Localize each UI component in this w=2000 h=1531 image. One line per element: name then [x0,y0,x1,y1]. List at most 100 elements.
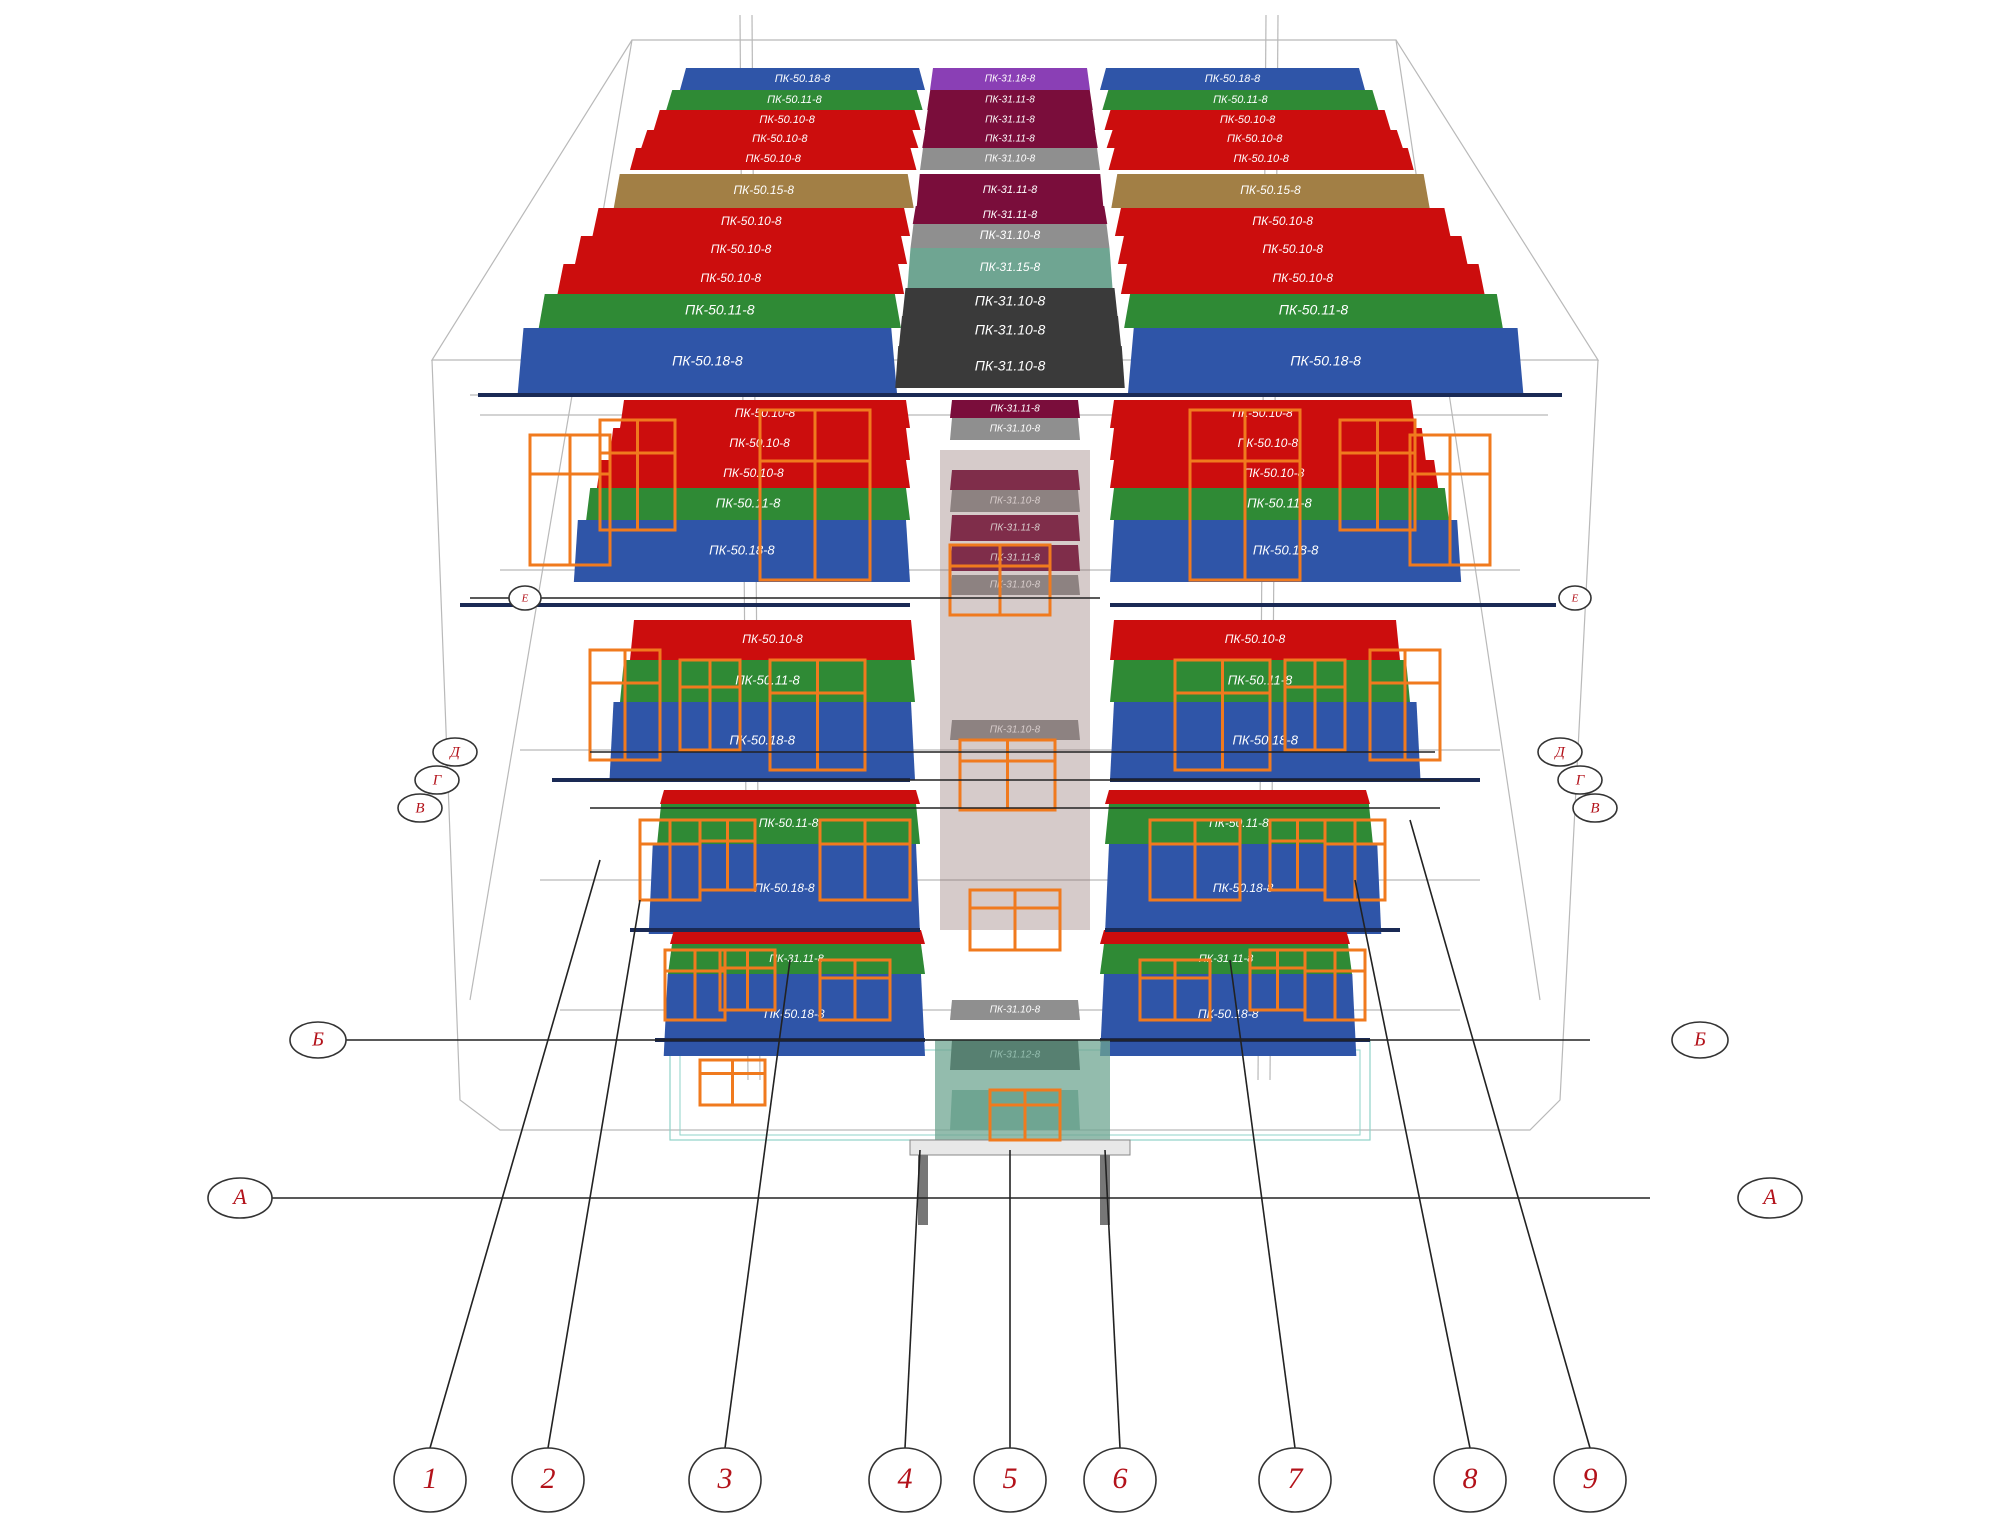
floor-0-left-slab-4-label: ПК-50.18-8 [709,542,775,557]
roof-right-slab-3: ПК-50.10-8 [1106,130,1403,148]
floor-0-right-slab-4-shape [1110,520,1462,582]
axis-b-right-circle [1671,1021,1729,1059]
axis-e-right-circle [1558,585,1592,611]
axis-v-right: В [1572,793,1618,823]
axis-d-left: Д [432,737,478,767]
window-2 [758,408,872,582]
floor-2-left-slab-1: ПК-50.11-8 [657,804,920,844]
axis-d-left-text: Д [448,744,461,760]
axis-3-leader [724,959,791,1449]
roof-centre-slab-0-label: ПК-31.18-8 [985,74,1036,85]
floor-3-left-slab-2: ПК-50.18-8 [663,974,925,1056]
axis-7: 7 [1258,1447,1332,1513]
floor-2-right-slab-2: ПК-50.18-8 [1105,844,1382,934]
roof-right-slab-1-label: ПК-50.11-8 [1213,94,1268,106]
roof-centre-slab-9: ПК-31.10-8 [902,288,1118,316]
floor-3-left-slab-0 [670,930,925,944]
roof-centre-slab-9-shape [902,288,1118,316]
roof-left-slab-10: ПК-50.18-8 [517,328,898,396]
stair-landing-6-label: ПК-31.10-8 [990,580,1041,591]
floor-2-right-slab-2-shape [1105,844,1382,934]
axis-8-leader [1354,879,1471,1449]
window-15 [1148,818,1242,902]
roof-right-slab-1: ПК-50.11-8 [1102,90,1379,110]
roof-centre-slab-8-label: ПК-31.15-8 [980,260,1041,274]
roof-left-slab-1: ПК-50.11-8 [666,90,923,110]
roof-right-slab-9-shape [1124,294,1503,328]
entrance-post-right [1100,1155,1110,1225]
roof-left-slab-8-shape [557,264,905,294]
floor-1-right-slab-0-shape [1110,620,1400,660]
floor-0-right-slab-2-shape [1110,460,1439,488]
roof-right-slab-8-shape [1120,264,1485,294]
floor-3-right-slab-0 [1100,930,1350,944]
axis-9-circle [1553,1447,1627,1513]
axis-6-text: 6 [1113,1462,1128,1495]
roof-centre-slab-3: ПК-31.11-8 [922,130,1098,148]
roof-left-slab-1-shape [666,90,923,110]
floor-0-left-slab-3-label: ПК-50.11-8 [716,495,781,510]
axis-d-right: Д [1537,737,1583,767]
roof-right-slab-4-label: ПК-50.10-8 [1233,153,1289,165]
roof-centre-slab-8-shape [907,248,1113,288]
roof-centre-slab-10-label: ПК-31.10-8 [975,322,1046,338]
floor-0-right-slab-3-shape [1110,488,1449,520]
roof-right-slab-7-shape [1117,236,1468,264]
window-28 [988,1088,1062,1142]
roof-right-slab-2-shape [1104,110,1391,130]
roof-right-slab-6: ПК-50.10-8 [1114,208,1451,236]
floor-1-right-slab-1: ПК-50.11-8 [1110,660,1410,702]
floor-1-left-slab-2-shape [609,702,915,780]
axis-9: 9 [1553,1447,1627,1513]
axis-3-circle [688,1447,762,1513]
axis-d-right-text: Д [1553,744,1566,760]
roof-left-slab-9: ПК-50.11-8 [538,294,901,328]
roof-left-slab-10-shape [517,328,898,396]
floor-2-right-slab-0 [1105,790,1370,804]
roof-centre-slab-7-shape [910,224,1110,248]
floor-0-right-slab-4-label: ПК-50.18-8 [1253,542,1319,557]
roof-centre-slab-11-shape [895,346,1125,388]
stair-landing-8-label: ПК-31.10-8 [990,1005,1041,1016]
axis-6-leader [1104,1149,1121,1449]
roof-left-slab-0-label: ПК-50.18-8 [775,73,831,85]
floor-3-left-slab-1-label: ПК-31.11-8 [769,953,824,965]
axis-6-circle [1083,1447,1157,1513]
axis-b-right: Б [1671,1021,1729,1059]
floor-0-left-slab-0: ПК-50.10-8 [620,400,910,428]
floor-1-left-slab-1: ПК-50.11-8 [620,660,915,702]
roof-right-slab-8: ПК-50.10-8 [1120,264,1485,294]
window-10 [1283,658,1347,752]
roof-left-slab-10-label: ПК-50.18-8 [672,353,743,369]
axis-3: 3 [688,1447,762,1513]
axis-7-circle [1258,1447,1332,1513]
roof-centre-slab-2-shape [924,110,1096,130]
roof-centre-slab-6-shape [912,206,1108,224]
roof-right-slab-0-label: ПК-50.18-8 [1205,73,1261,85]
roof-centre-slab-11: ПК-31.10-8 [895,346,1125,388]
axis-4-leader [904,1149,921,1449]
floor-0-left-slab-0-shape [620,400,910,428]
roof-centre-slab-10-shape [899,316,1121,346]
stair-landing-3: ПК-31.10-8 [950,490,1080,512]
roof-left-slab-7: ПК-50.10-8 [575,236,908,264]
floor-1-left-slab-0-shape [630,620,915,660]
axis-9-leader [1409,819,1591,1449]
floor-2-right-slab-2-label: ПК-50.18-8 [1213,881,1274,895]
roof-centre-slab-1-shape [927,90,1093,110]
axis-5: 5 [973,1447,1047,1513]
stair-landing-6: ПК-31.10-8 [950,575,1080,595]
roof-left-slab-4-label: ПК-50.10-8 [746,153,802,165]
axis-5-text: 5 [1003,1462,1018,1495]
floor-1-left-slab-0-label: ПК-50.10-8 [742,632,803,646]
floor-2-left-slab-2-label: ПК-50.18-8 [754,881,815,895]
axis-g-right: Г [1557,765,1603,795]
roof-right-slab-10: ПК-50.18-8 [1127,328,1524,396]
floor-0-right-slab-2-label: ПК-50.10-8 [1244,466,1305,480]
stair-flights [940,450,1090,930]
stair-landing-7-label: ПК-31.10-8 [990,725,1041,736]
floor-3-left-slab-2-shape [663,974,925,1056]
roof-centre-slab-0-shape [930,68,1090,90]
stair-landing-2-shape [950,470,1080,490]
floor-1-left-slab-1-label: ПК-50.11-8 [735,672,800,687]
